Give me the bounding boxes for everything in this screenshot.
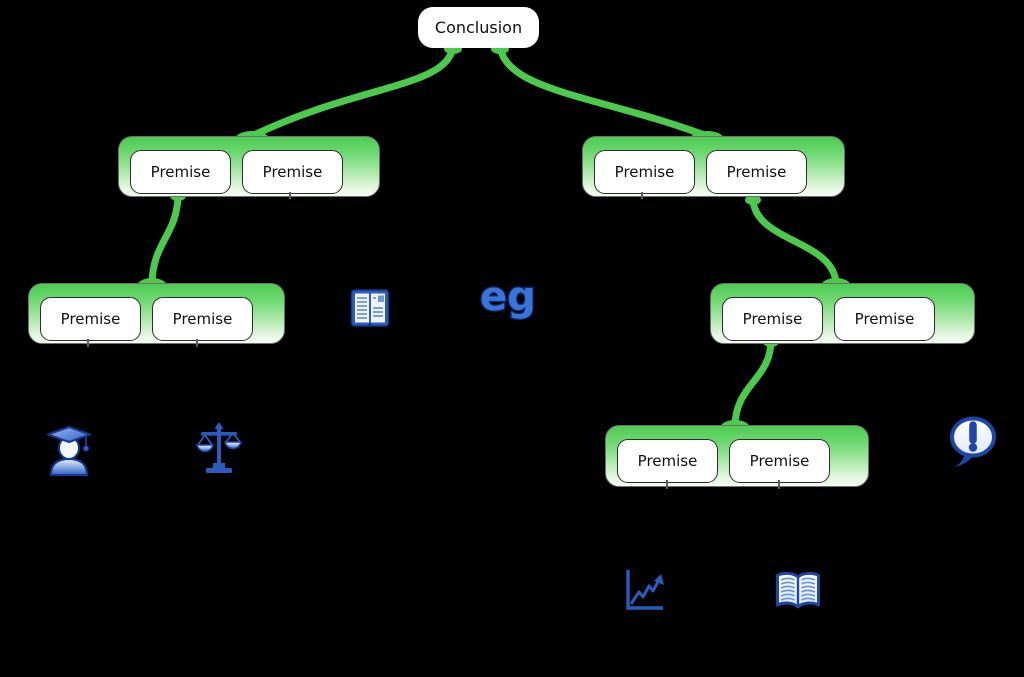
scales-icon[interactable]	[195, 420, 243, 482]
premise-node[interactable]: Premise	[706, 150, 807, 194]
premise-node[interactable]: Premise	[729, 439, 830, 483]
connector-edge	[731, 336, 775, 431]
premise-node[interactable]: Premise	[594, 150, 695, 194]
connector-flares	[137, 44, 851, 436]
premise-node[interactable]: Premise	[242, 150, 343, 194]
premise-node[interactable]: Premise	[40, 297, 141, 341]
journal-icon[interactable]	[350, 286, 390, 334]
premise-node[interactable]: Premise	[130, 150, 231, 194]
premise-node[interactable]: Premise	[152, 297, 253, 341]
exclamation-bubble-icon[interactable]	[946, 415, 1000, 477]
premise-node[interactable]: Premise	[834, 297, 935, 341]
premise-node[interactable]: Premise	[722, 297, 823, 341]
connector-edge	[148, 190, 182, 289]
premise-group-left-lower[interactable]: Premise Premise	[28, 283, 285, 344]
premise-group-bottom[interactable]: Premise Premise	[605, 425, 869, 487]
premise-node[interactable]: Premise	[617, 439, 718, 483]
open-book-icon[interactable]	[774, 570, 822, 618]
premise-group-right-upper[interactable]: Premise Premise	[582, 136, 845, 197]
eg-text: eg	[480, 274, 536, 320]
expert-graduate-icon[interactable]	[46, 420, 92, 480]
example-eg-label[interactable]: eg	[476, 270, 540, 330]
conclusion-node[interactable]: Conclusion	[418, 7, 539, 48]
statistics-chart-icon[interactable]	[618, 566, 668, 620]
premise-group-left-upper[interactable]: Premise Premise	[118, 136, 380, 197]
premise-group-right-middle[interactable]: Premise Premise	[710, 283, 975, 344]
connector-edge	[248, 43, 457, 140]
connector-edge	[749, 194, 840, 289]
connector-edge	[496, 43, 711, 140]
